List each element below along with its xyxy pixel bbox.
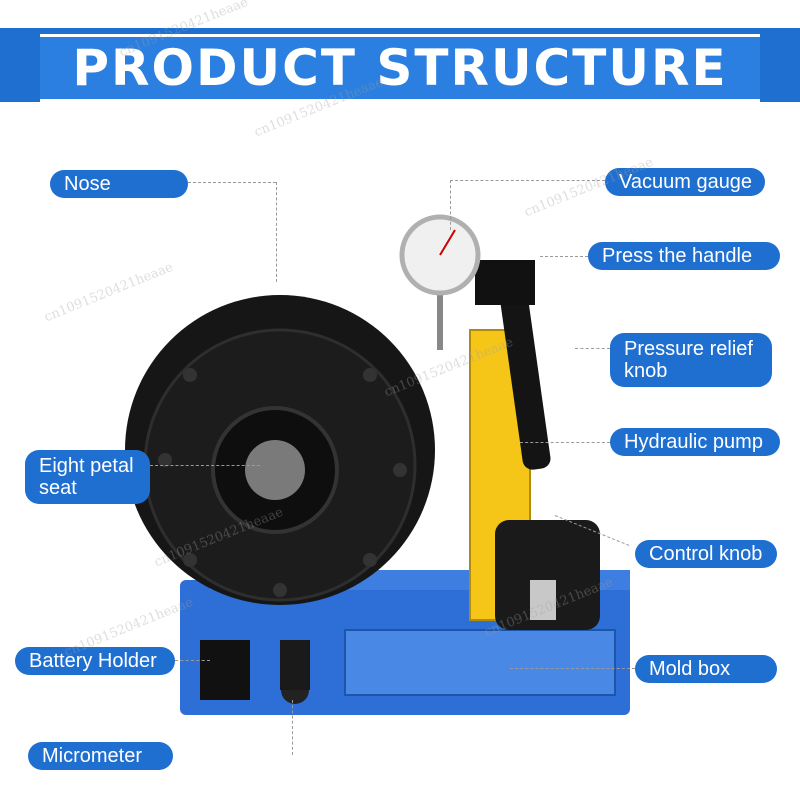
label-nose: Nose xyxy=(50,170,188,198)
micrometer-body xyxy=(280,640,310,690)
leader-petal xyxy=(150,465,260,466)
battery-holder-slot xyxy=(200,640,250,700)
leader-gauge-down xyxy=(450,180,451,230)
label-micrometer: Micrometer xyxy=(28,742,173,770)
leader-nose xyxy=(188,182,276,183)
leader-nose-down xyxy=(276,182,277,282)
head-bolt xyxy=(393,463,407,477)
page-title: PRODUCT STRUCTURE xyxy=(72,39,728,97)
head-bolt xyxy=(183,553,197,567)
label-pressure-relief-knob: Pressure relief knob xyxy=(610,333,772,387)
leader-battery xyxy=(175,660,210,661)
leader-mold xyxy=(510,668,635,669)
leader-handle xyxy=(540,256,588,257)
pump-black-block xyxy=(495,520,600,630)
leader-pump xyxy=(520,442,610,443)
head-bolt xyxy=(183,368,197,382)
head-bolt xyxy=(363,553,377,567)
label-vacuum-gauge: Vacuum gauge xyxy=(605,168,765,196)
hose-crimper-illustration xyxy=(125,214,630,715)
label-press-handle: Press the handle xyxy=(588,242,780,270)
handle-pivot xyxy=(475,260,535,305)
label-hydraulic-pump: Hydraulic pump xyxy=(610,428,780,456)
press-handle-bar xyxy=(497,270,551,470)
leader-relief xyxy=(575,348,610,349)
leader-micrometer xyxy=(292,700,293,755)
control-knob-bolt xyxy=(530,580,556,620)
header-banner-inner: PRODUCT STRUCTURE xyxy=(40,34,760,102)
head-bolt xyxy=(273,583,287,597)
eight-petal-seat-core xyxy=(245,440,305,500)
label-eight-petal-seat: Eight petal seat xyxy=(25,450,150,504)
label-mold-box: Mold box xyxy=(635,655,777,683)
header-banner: PRODUCT STRUCTURE xyxy=(0,28,800,102)
gauge-needle xyxy=(439,229,456,256)
label-battery-holder: Battery Holder xyxy=(15,647,175,675)
mold-box-drawer xyxy=(344,629,616,696)
head-bolt xyxy=(158,453,172,467)
leader-gauge xyxy=(450,180,605,181)
label-control-knob: Control knob xyxy=(635,540,777,568)
head-bolt xyxy=(363,368,377,382)
